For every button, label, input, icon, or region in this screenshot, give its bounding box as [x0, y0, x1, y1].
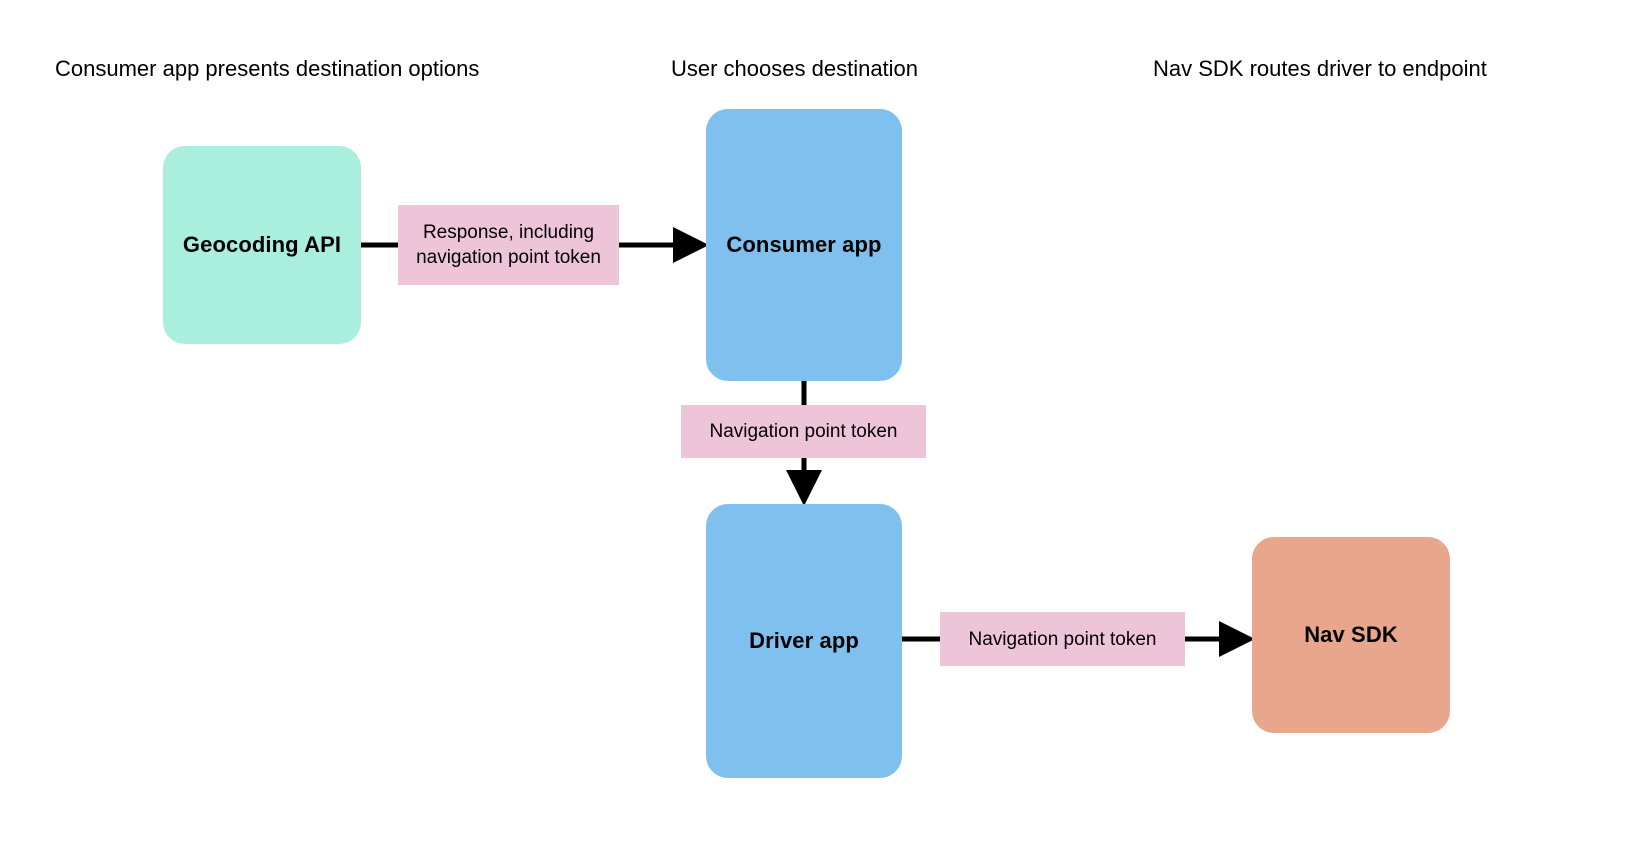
column-heading-user-chooses: User chooses destination [671, 56, 919, 81]
column-heading-consumer-options: Consumer app presents destination option… [55, 56, 480, 81]
column-heading-nav-routes: Nav SDK routes driver to endpoint [1153, 56, 1487, 81]
node-driver-app[interactable]: Driver app [706, 504, 902, 778]
node-consumer-app[interactable]: Consumer app [706, 109, 902, 381]
edge-label-navigation-point-token-consumer-to-driver: Navigation point token [681, 405, 926, 458]
node-nav-sdk[interactable]: Nav SDK [1252, 537, 1450, 733]
edge-label-navigation-point-token-driver-to-navsdk: Navigation point token [940, 612, 1185, 666]
edge-label-response-including-navigation-point-token: Response, including navigation point tok… [398, 205, 619, 285]
node-geocoding-api[interactable]: Geocoding API [163, 146, 361, 344]
